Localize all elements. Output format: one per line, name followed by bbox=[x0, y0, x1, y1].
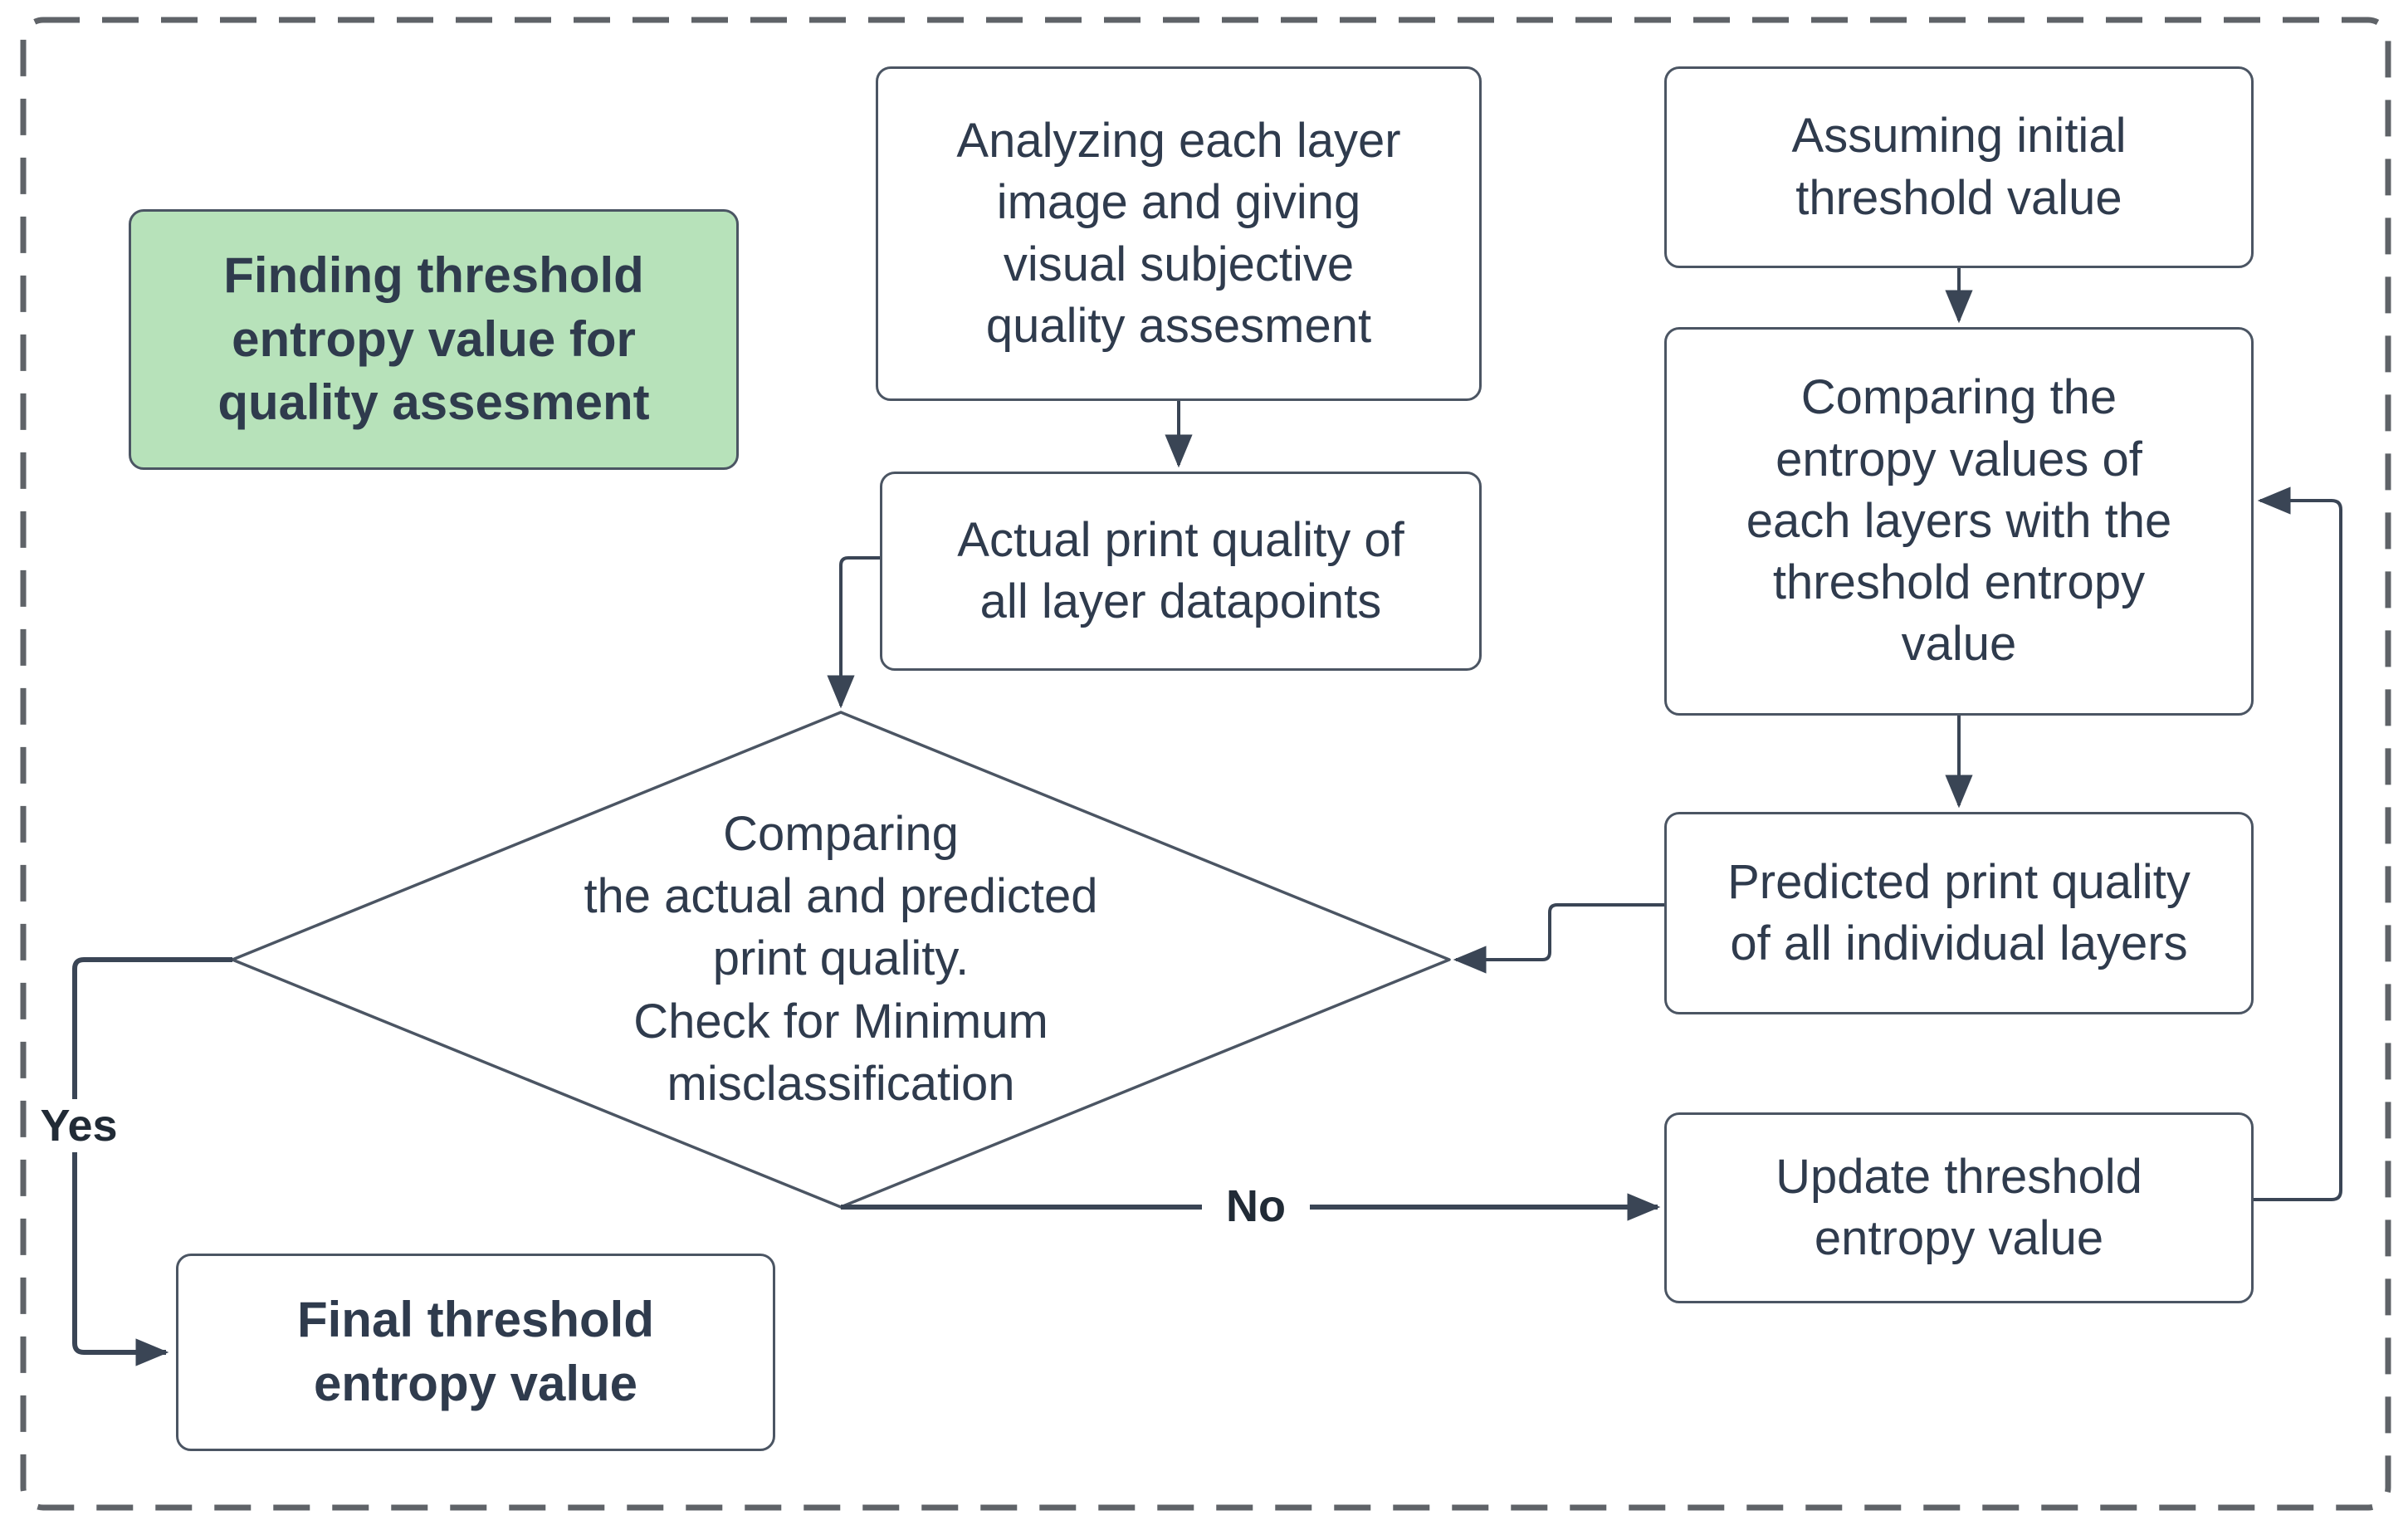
node-final-threshold: Final threshold entropy value bbox=[176, 1254, 775, 1451]
node-assuming-initial-threshold: Assuming initial threshold value bbox=[1664, 66, 2254, 268]
node-decision-label: Comparing the actual and predicted print… bbox=[584, 806, 1098, 1112]
outer-dashed-border bbox=[20, 17, 2391, 1511]
arrow-yes-decision-to-final bbox=[72, 957, 232, 1366]
node-actual-print-quality: Actual print quality of all layer datapo… bbox=[880, 472, 1482, 671]
node-analyzing: Analyzing each layer image and giving vi… bbox=[876, 66, 1482, 401]
node-update-threshold: Update threshold entropy value bbox=[1664, 1112, 2254, 1303]
node-predicted-print-quality: Predicted print quality of all individua… bbox=[1664, 812, 2254, 1014]
arrow-actual-to-decision bbox=[827, 556, 880, 709]
yes-branch-label: Yes bbox=[27, 1099, 130, 1152]
node-comparing-entropy-values: Comparing the entropy values of each lay… bbox=[1664, 327, 2254, 716]
no-branch-label: No bbox=[1202, 1179, 1310, 1234]
arrow-update-to-comparing-loop bbox=[2254, 486, 2342, 1201]
node-goal: Finding threshold entropy value for qual… bbox=[129, 209, 739, 470]
arrow-predicted-to-decision bbox=[1453, 903, 1664, 974]
